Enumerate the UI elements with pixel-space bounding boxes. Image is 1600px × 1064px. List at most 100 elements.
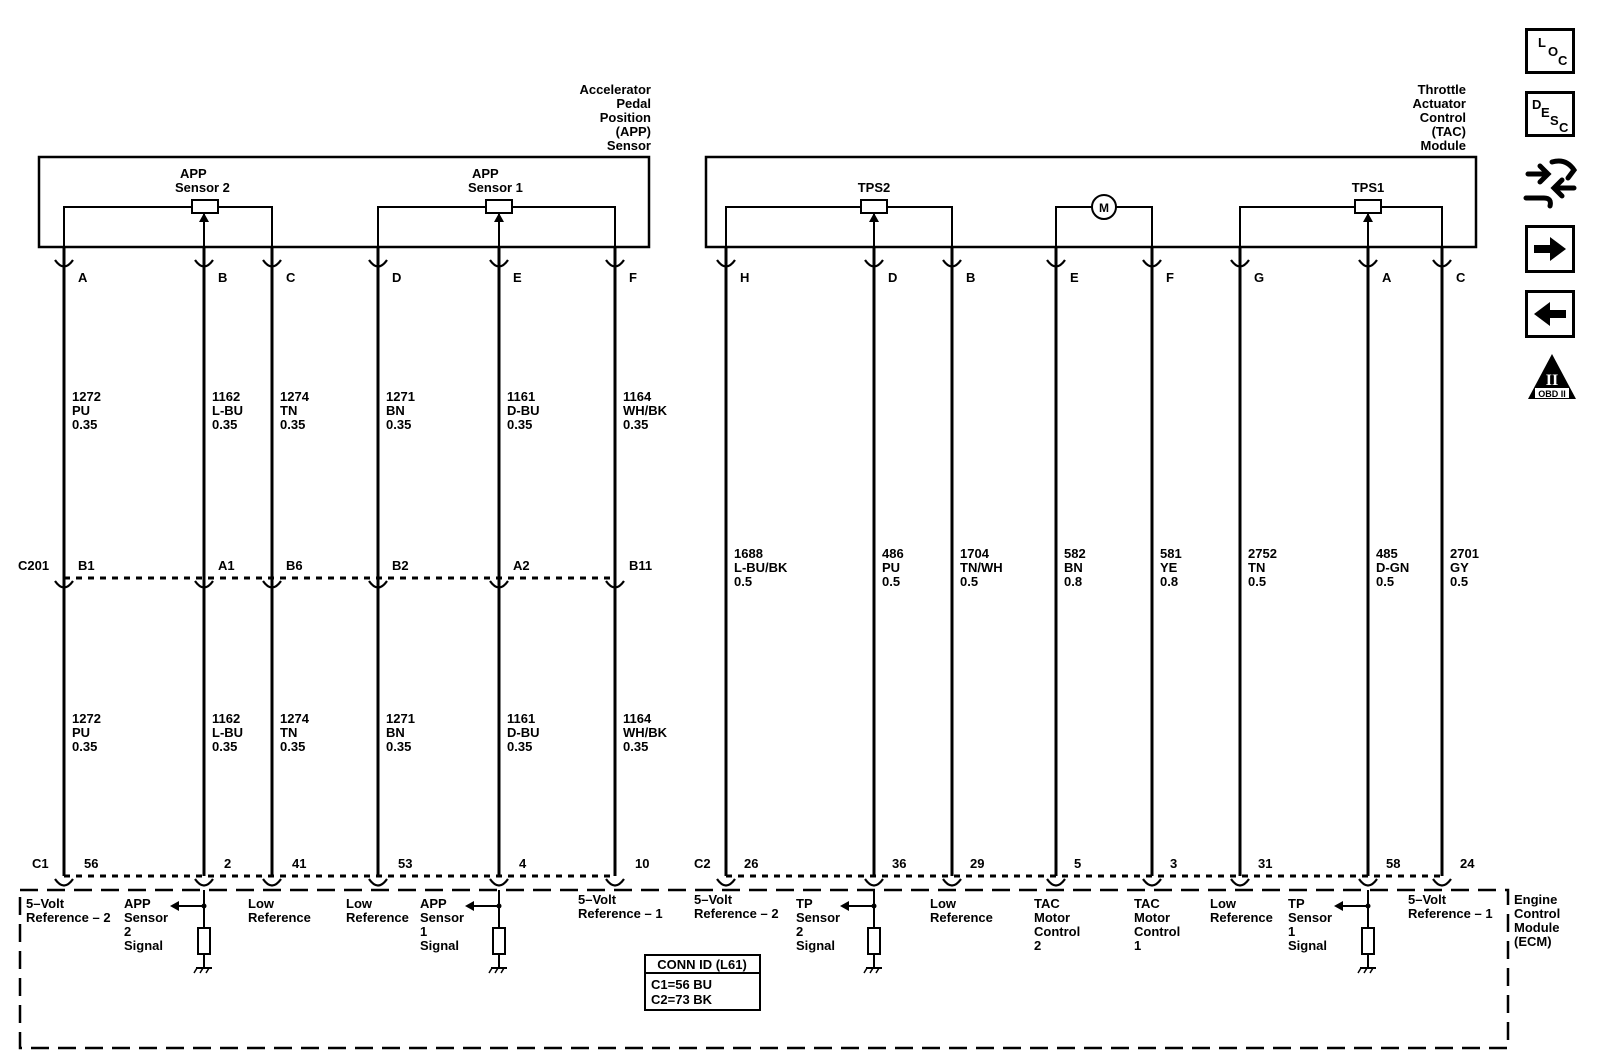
ecm-function-label: Control <box>1134 924 1180 939</box>
location-button[interactable]: L O C <box>1525 28 1575 74</box>
c2-pin-label: 26 <box>744 856 758 871</box>
tac-module-box <box>704 155 1478 249</box>
wire-color: TN <box>280 725 297 740</box>
circuit-number: 1272 <box>72 711 101 726</box>
ecm-signal-arrow <box>1334 901 1343 911</box>
connector-view-button[interactable] <box>1522 152 1580 210</box>
tac-title-line: Throttle <box>1418 82 1466 97</box>
ecm-function-label: 5–Volt <box>694 892 733 907</box>
app-title-line: (APP) <box>616 124 651 139</box>
c1-terminal <box>54 878 74 887</box>
app-pin-label: D <box>392 270 401 285</box>
ecm-junction-dot <box>496 903 502 909</box>
ecm-title-line: (ECM) <box>1514 934 1552 949</box>
app-connector-terminal <box>54 259 74 268</box>
circuit-number: 1161 <box>507 389 535 404</box>
circuit-number: 1274 <box>280 389 310 404</box>
ecm-function-label: APP <box>124 896 151 911</box>
ecm-box <box>18 888 1510 1050</box>
app-connector-terminal <box>489 259 509 268</box>
wire-color: D-GN <box>1376 560 1409 575</box>
wire-gauge: 0.8 <box>1064 574 1082 589</box>
app-connector-terminal <box>262 259 282 268</box>
c201-terminal <box>605 580 625 589</box>
tps2-arrow <box>869 213 879 222</box>
app-sensor1-label: Sensor 1 <box>468 180 523 195</box>
previous-button[interactable] <box>1525 290 1575 338</box>
wires-layer: AB1561272PU0.351272PU0.35BA121162L-BU0.3… <box>26 247 1493 974</box>
c201-pin-label: A1 <box>218 558 235 573</box>
c1-terminal <box>262 878 282 887</box>
arrow-right-icon <box>1534 237 1566 261</box>
wire-gauge: 0.35 <box>386 739 411 754</box>
circuit-number: 2701 <box>1450 546 1479 561</box>
arrow-left-icon <box>1534 302 1566 326</box>
wire-color: BN <box>386 725 405 740</box>
app-sensor1-resistor <box>485 199 513 214</box>
tps1-arrow <box>1363 213 1373 222</box>
circuit-number: 1272 <box>72 389 101 404</box>
obd-roman-label: II <box>1546 372 1558 389</box>
app-pin-label: A <box>78 270 88 285</box>
ecm-signal-arrow <box>465 901 474 911</box>
circuit-number: 1271 <box>386 711 415 726</box>
c2-pin-label: 5 <box>1074 856 1081 871</box>
circuit-number: 1274 <box>280 711 310 726</box>
c201-terminal <box>368 580 388 589</box>
wire-gauge: 0.35 <box>280 739 305 754</box>
tac-connector-terminal <box>942 259 962 268</box>
app-title-line: Pedal <box>616 96 651 111</box>
ground-hatch <box>1357 967 1374 974</box>
ecm-function-label: Low <box>930 896 957 911</box>
c2-terminal <box>864 878 884 887</box>
app-sensor1-arrow <box>494 213 504 222</box>
c201-label: C201 <box>18 558 49 573</box>
c1-pin-label: 56 <box>84 856 98 871</box>
c2-terminal <box>716 878 736 887</box>
loc-letter: O <box>1548 44 1559 59</box>
wire-gauge: 0.5 <box>960 574 978 589</box>
ecm-junction-dot <box>201 903 207 909</box>
conn-id-line2: C2=73 BK <box>651 992 713 1007</box>
wire-gauge: 0.35 <box>72 417 97 432</box>
ecm-function-label: Reference <box>248 910 311 925</box>
obd-ii-button[interactable]: II OBD II <box>1526 352 1578 402</box>
conn-id-frame <box>644 954 761 1011</box>
c201-pin-label: A2 <box>513 558 530 573</box>
app-connector-terminal <box>605 259 625 268</box>
tps1-loop <box>1239 206 1443 247</box>
ecm-function-label: Low <box>1210 896 1237 911</box>
description-button[interactable]: D E S C <box>1525 91 1575 137</box>
desc-letter: D <box>1532 97 1542 112</box>
wire-gauge: 0.35 <box>72 739 97 754</box>
ecm-function-label: TP <box>796 896 813 911</box>
wire-gauge: 0.35 <box>386 417 411 432</box>
ecm-function-label: 2 <box>796 924 803 939</box>
c201-terminal <box>54 580 74 589</box>
tac-connector-terminal <box>1432 259 1452 268</box>
circuit-number: 1164 <box>623 389 652 404</box>
tac-connector-terminal <box>864 259 884 268</box>
app-sensor2-arrow <box>199 213 209 222</box>
ecm-function-label: Reference – 2 <box>694 906 779 921</box>
ecm-function-label: TAC <box>1134 896 1160 911</box>
wire-color: BN <box>1064 560 1083 575</box>
wire-gauge: 0.5 <box>1248 574 1266 589</box>
app-sensor2-loop <box>63 206 273 247</box>
c1-terminal <box>194 878 214 887</box>
wire-color: YE <box>1160 560 1178 575</box>
wire-gauge: 0.35 <box>623 417 648 432</box>
ecm-function-label: Low <box>346 896 373 911</box>
ecm-function-label: Reference <box>930 910 993 925</box>
c2-pin-label: 58 <box>1386 856 1400 871</box>
app-connector-terminal <box>368 259 388 268</box>
ecm-function-label: 2 <box>124 924 131 939</box>
tps2-label: TPS2 <box>858 180 891 195</box>
ecm-function-label: Motor <box>1134 910 1170 925</box>
conn-id-title: CONN ID (L61) <box>657 957 747 972</box>
tac-title-line: Actuator <box>1413 96 1466 111</box>
c1-pin-label: 2 <box>224 856 231 871</box>
c2-label: C2 <box>694 856 711 871</box>
c2-terminal <box>942 878 962 887</box>
next-button[interactable] <box>1525 225 1575 273</box>
